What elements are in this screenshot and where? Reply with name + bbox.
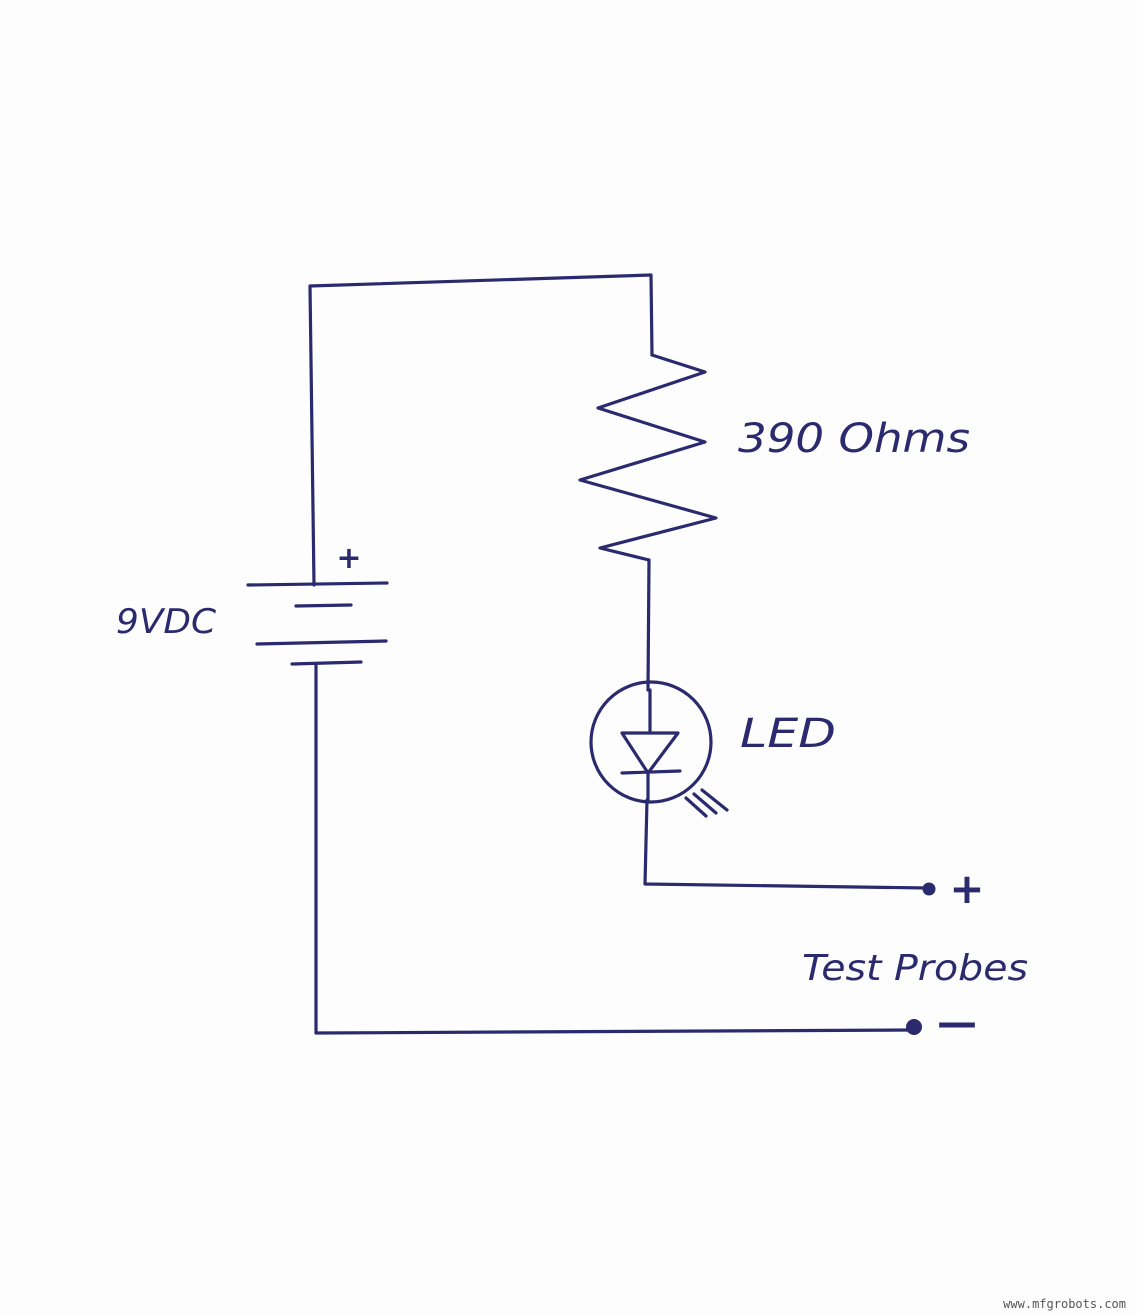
- wire-led-to-positive-probe: [643, 798, 929, 890]
- battery-symbol: [246, 581, 389, 666]
- positive-probe-label: +: [949, 864, 984, 913]
- watermark: www.mfgrobots.com: [1003, 1297, 1126, 1311]
- led-label: LED: [740, 711, 836, 757]
- probes-label: Test Probes: [802, 948, 1028, 989]
- battery-label: 9VDC: [116, 602, 216, 642]
- wire-top: [308, 273, 654, 587]
- negative-probe-terminal: [906, 1019, 922, 1035]
- led-symbol: [589, 680, 729, 818]
- battery-polarity-label: +: [336, 541, 361, 576]
- negative-probe-label: —: [937, 1000, 977, 1046]
- resistor-label: 390 Ohms: [738, 416, 970, 462]
- wire-battery-to-negative-probe: [314, 663, 914, 1035]
- wire-resistor-to-led: [646, 558, 651, 692]
- positive-probe-terminal: [922, 882, 936, 896]
- resistor-symbol: [578, 353, 718, 562]
- led-emission-lines: [684, 788, 729, 818]
